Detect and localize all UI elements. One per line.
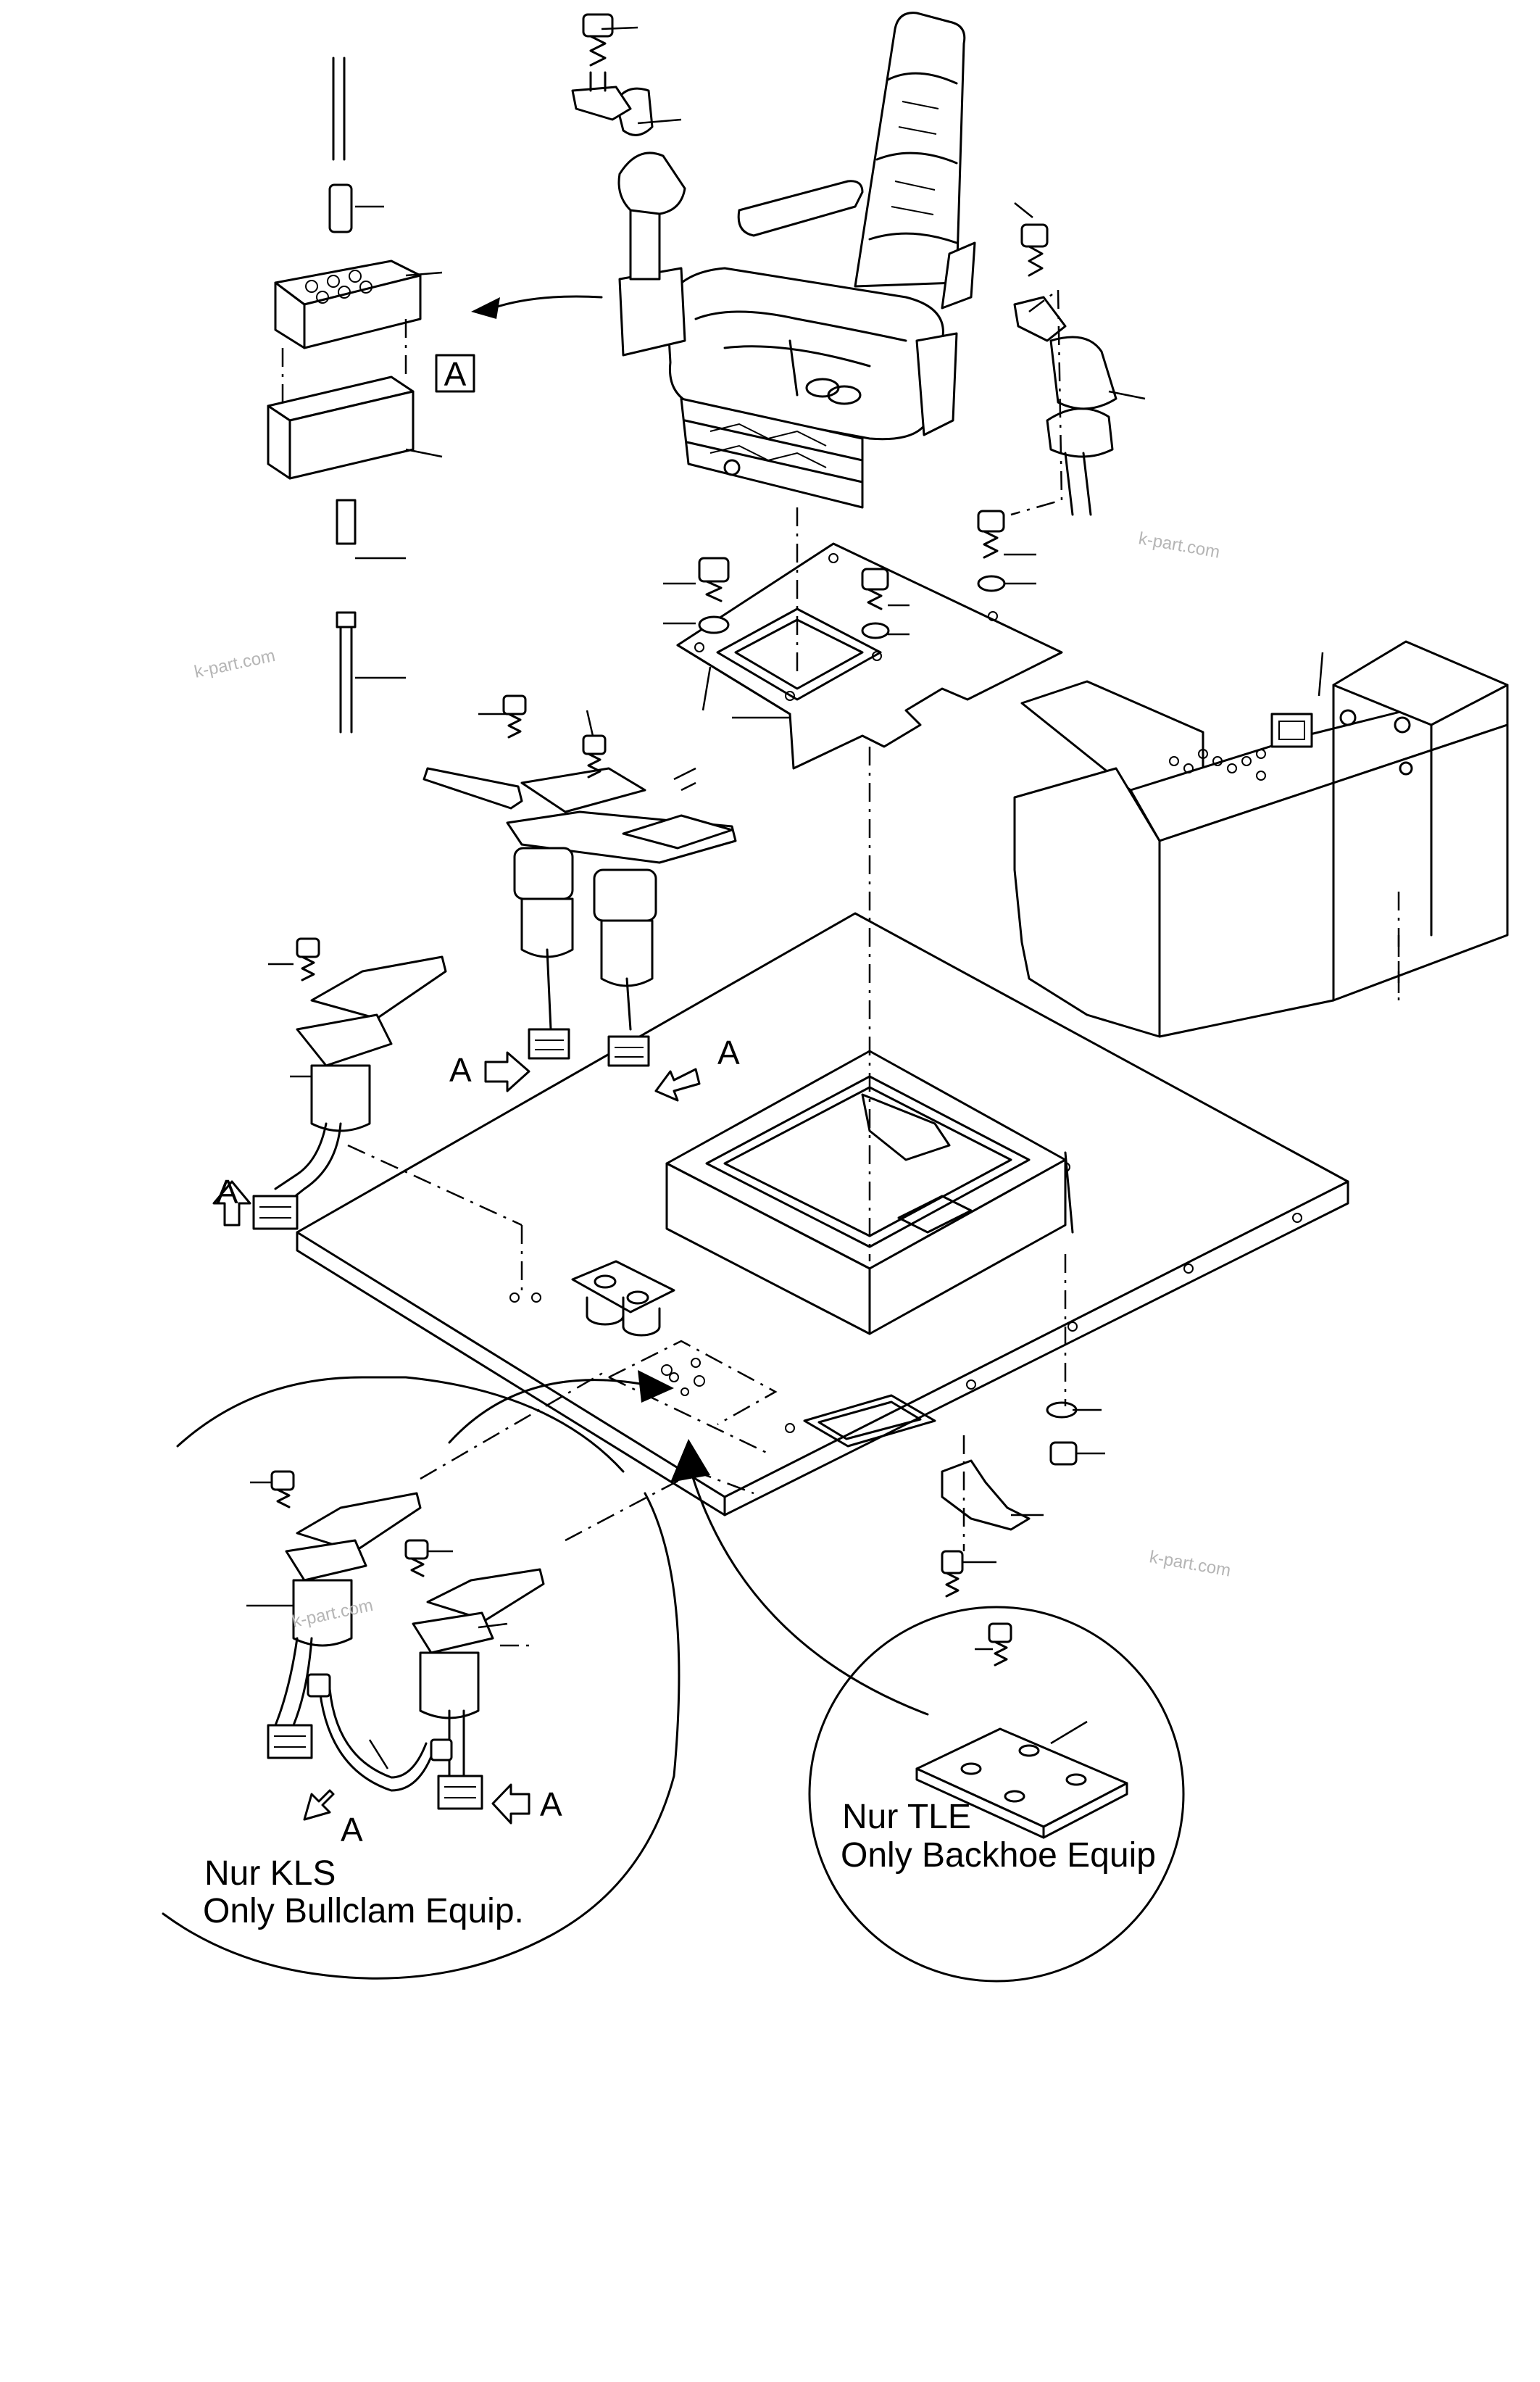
detail-circle-bullclam: A A Nur KLS Only Bullclam Equip.	[162, 1372, 769, 1980]
caption-bullclam-de: Nur KLS	[204, 1854, 336, 1893]
right-console	[1013, 640, 1509, 1038]
ref-a-text-2: A	[717, 1034, 740, 1071]
left-joystick	[571, 13, 686, 357]
single-pedal	[252, 937, 447, 1230]
connector-harness	[267, 57, 422, 734]
alignment-lines	[347, 288, 1400, 1551]
caption-backhoe-de: Nur TLE	[842, 1798, 971, 1836]
caption-backhoe-en: Only Backhoe Equip	[841, 1836, 1156, 1875]
box-a-text: A	[444, 355, 467, 393]
seat-mounting-plate	[676, 542, 1063, 770]
ref-arrow-a-3: A	[212, 1173, 251, 1227]
ref-a-text-5: A	[540, 1785, 562, 1823]
ref-arrow-a-1: A	[449, 1051, 530, 1092]
detail-circle-backhoe: Nur TLE Only Backhoe Equip	[808, 1606, 1185, 1983]
ref-a-text-3: A	[216, 1173, 238, 1211]
curved-arrow-right	[670, 1439, 929, 1716]
right-hardware	[698, 510, 1078, 1598]
watermark-2: k-part.com	[193, 646, 277, 682]
ref-arrow-a-2: A	[654, 1034, 740, 1102]
caption-bullclam-en: Only Bullclam Equip.	[203, 1892, 524, 1930]
watermark-3: k-part.com	[1148, 1547, 1232, 1580]
operator-seat	[665, 12, 976, 509]
ref-a-text-1: A	[449, 1051, 472, 1089]
right-joystick	[1013, 223, 1117, 516]
direction-arrow	[471, 295, 603, 319]
watermark-1: k-part.com	[1137, 528, 1221, 562]
ref-a-text-4: A	[341, 1811, 363, 1848]
double-pedal-assembly	[423, 694, 737, 1067]
seat-pedestal	[665, 1050, 1074, 1335]
leader-lines	[268, 26, 1324, 1564]
label-box-a: A	[435, 354, 475, 393]
